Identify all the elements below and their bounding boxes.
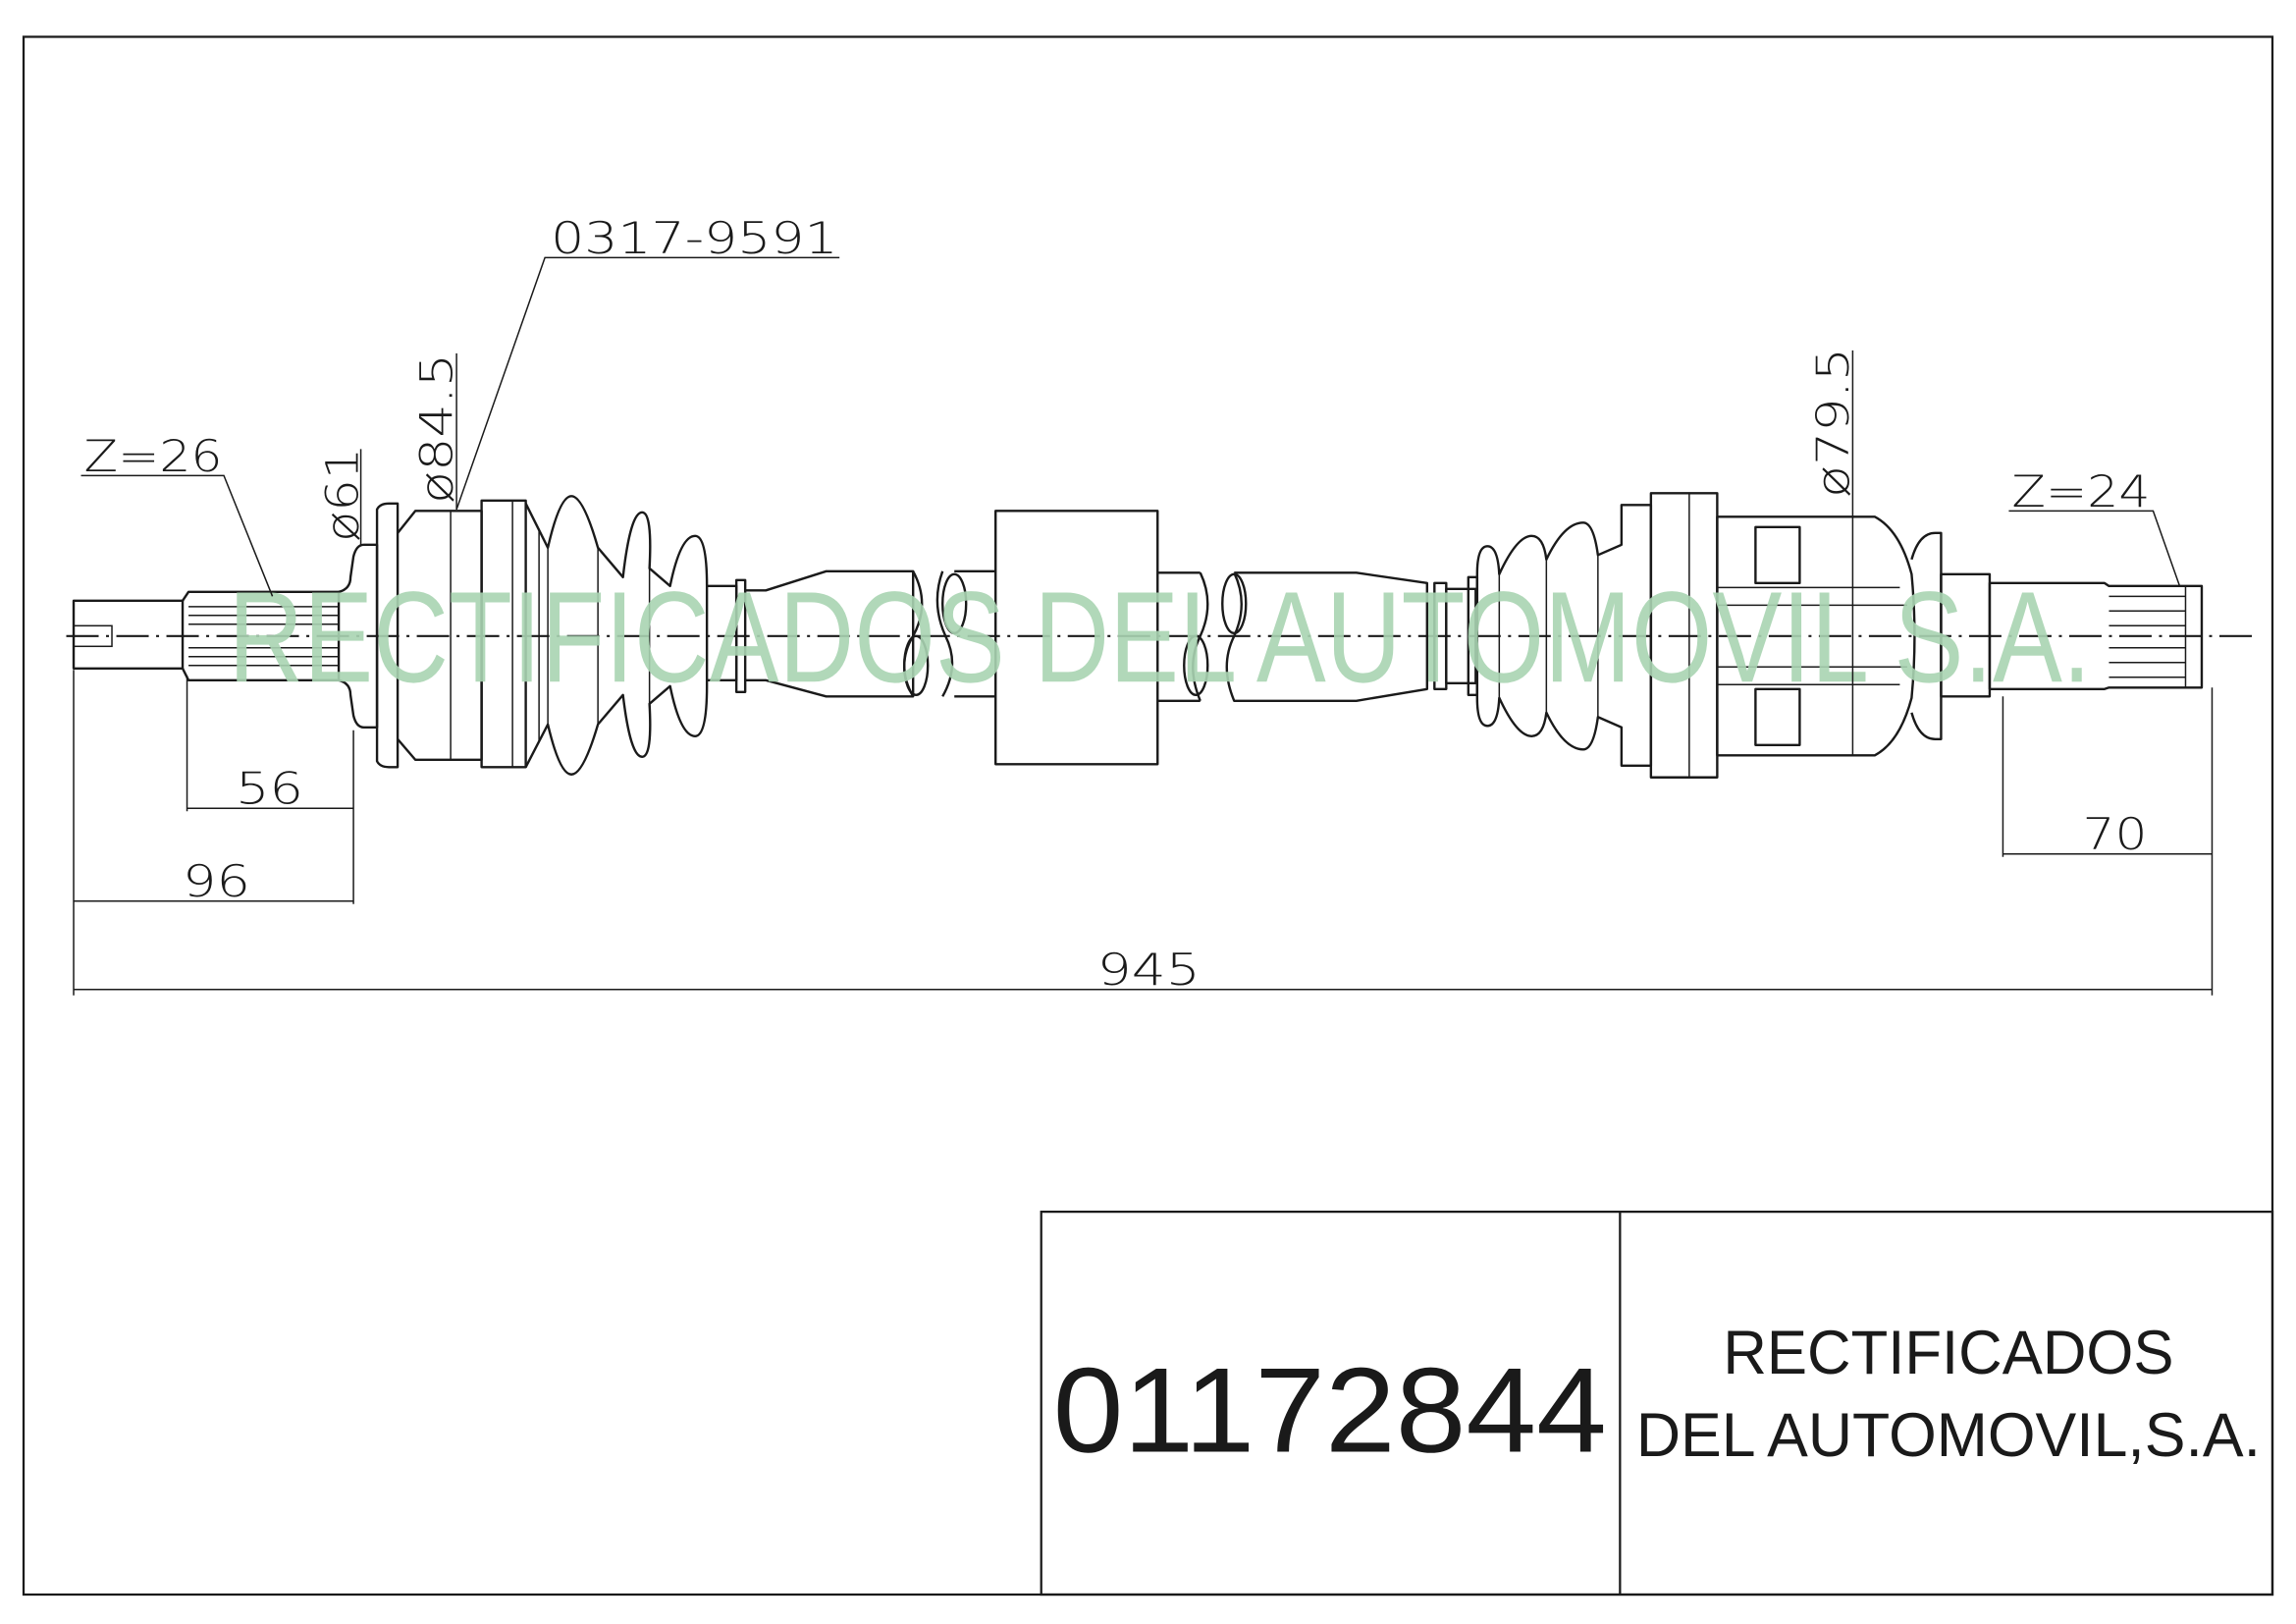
diameter-79-5: ø79.5 <box>1807 348 1859 498</box>
title-block <box>1040 1211 2274 1597</box>
teeth-count-left: Z=26 <box>84 430 223 482</box>
dim-96: 96 <box>183 855 250 907</box>
part-number: 01172844 <box>1053 1344 1607 1479</box>
teeth-count-right: Z=24 <box>2011 465 2150 517</box>
left-joint <box>72 495 996 776</box>
reference-code: 0317-9591 <box>551 212 838 264</box>
right-joint <box>1157 492 2204 779</box>
company-name-line1: RECTIFICADOS <box>1723 1319 2173 1387</box>
company-name-line2: DEL AUTOMOVIL,S.A. <box>1636 1401 2261 1470</box>
diameter-84-5: ø84.5 <box>411 353 463 504</box>
diameter-61: ø61 <box>317 448 369 542</box>
damper-block <box>994 510 1159 766</box>
dim-56: 56 <box>236 763 303 815</box>
watermark: RECTIFICADOS DEL AUTOMOVIL S.A. <box>229 565 2092 709</box>
dimensions <box>73 256 2214 996</box>
dim-945: 945 <box>1097 944 1201 996</box>
dim-70: 70 <box>2082 808 2147 860</box>
